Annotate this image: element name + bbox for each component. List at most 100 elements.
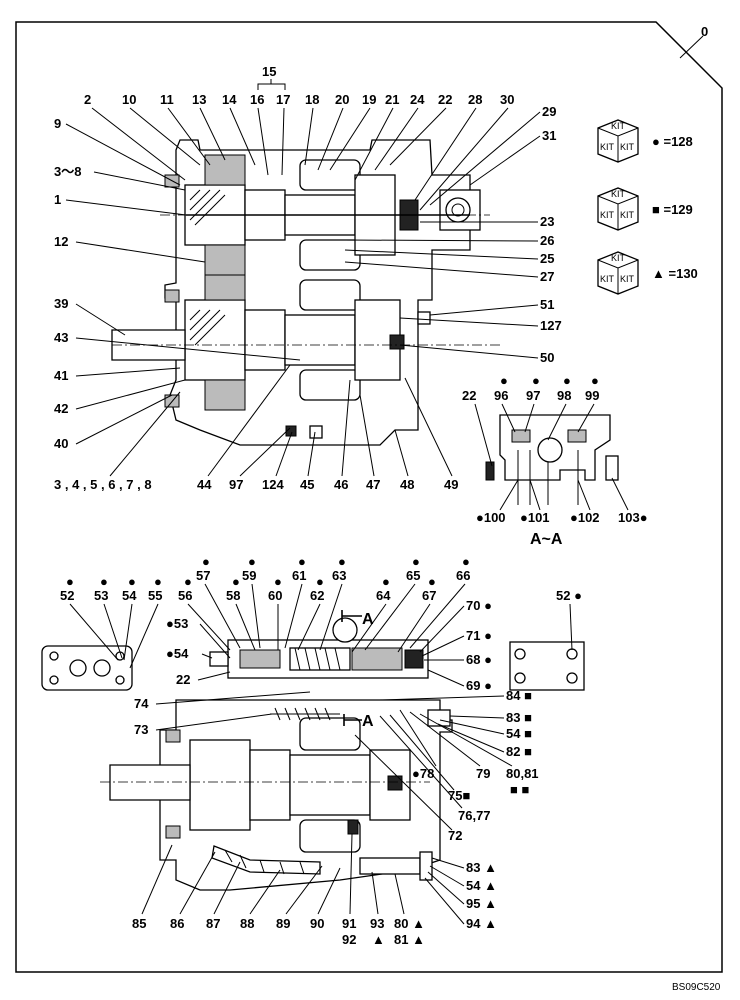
svg-text:53: 53 — [94, 588, 108, 603]
svg-text:3～8: 3～8 — [54, 164, 81, 179]
svg-text:28: 28 — [468, 92, 482, 107]
svg-text:■ ■: ■ ■ — [510, 782, 529, 797]
svg-text:43: 43 — [54, 330, 68, 345]
svg-text:66: 66 — [456, 568, 470, 583]
svg-text:●: ● — [154, 574, 162, 589]
svg-text:●: ● — [298, 554, 306, 569]
svg-text:93: 93 — [370, 916, 384, 931]
svg-text:50: 50 — [540, 350, 554, 365]
svg-text:●101: ●101 — [520, 510, 550, 525]
svg-text:●: ● — [428, 574, 436, 589]
svg-text:71 ●: 71 ● — [466, 628, 492, 643]
svg-text:21: 21 — [385, 92, 399, 107]
bottom-leaders — [69, 583, 573, 925]
svg-text:14: 14 — [222, 92, 237, 107]
svg-text:52: 52 — [60, 588, 74, 603]
svg-text:82 ■: 82 ■ — [506, 744, 532, 759]
svg-text:22: 22 — [462, 388, 476, 403]
svg-text:63: 63 — [332, 568, 346, 583]
svg-text:▲ =130: ▲ =130 — [652, 266, 698, 281]
svg-text:●: ● — [184, 574, 192, 589]
drawing-frame — [15, 21, 723, 973]
svg-text:24: 24 — [410, 92, 425, 107]
callout-15: 15 — [262, 64, 276, 79]
svg-text:62: 62 — [310, 588, 324, 603]
svg-text:●: ● — [591, 373, 599, 388]
svg-text:65: 65 — [406, 568, 420, 583]
svg-text:54: 54 — [122, 588, 137, 603]
svg-text:●: ● — [316, 574, 324, 589]
svg-text:57: 57 — [196, 568, 210, 583]
svg-text:▲: ▲ — [372, 932, 385, 947]
svg-text:●: ● — [128, 574, 136, 589]
svg-text:49: 49 — [444, 477, 458, 492]
top-callouts: 2 10 11 13 14 16 17 18 20 19 21 24 22 28… — [54, 92, 562, 492]
svg-text:97: 97 — [526, 388, 540, 403]
svg-text:27: 27 — [540, 269, 554, 284]
svg-text:25: 25 — [540, 251, 554, 266]
svg-text:64: 64 — [376, 588, 391, 603]
svg-text:97: 97 — [229, 477, 243, 492]
svg-text:KIT: KIT — [611, 253, 626, 263]
svg-text:■ =129: ■ =129 — [652, 202, 693, 217]
svg-text:KIT: KIT — [611, 121, 626, 131]
svg-text:19: 19 — [362, 92, 376, 107]
kit-box-icon: KIT KIT KIT — [597, 187, 639, 231]
svg-text:72: 72 — [448, 828, 462, 843]
svg-text:●: ● — [202, 554, 210, 569]
svg-text:30: 30 — [500, 92, 514, 107]
svg-text:●: ● — [232, 574, 240, 589]
svg-text:1: 1 — [54, 192, 61, 207]
svg-text:54 ■: 54 ■ — [506, 726, 532, 741]
svg-text:80 ▲: 80 ▲ — [394, 916, 425, 931]
svg-text:95 ▲: 95 ▲ — [466, 896, 497, 911]
svg-text:61: 61 — [292, 568, 306, 583]
bottom-pump-assembly: A A — [41, 610, 585, 891]
svg-text:KIT: KIT — [620, 274, 635, 284]
svg-text:40: 40 — [54, 436, 68, 451]
svg-text:17: 17 — [276, 92, 290, 107]
svg-text:103●: 103● — [618, 510, 648, 525]
svg-text:9: 9 — [54, 116, 61, 131]
svg-text:39: 39 — [54, 296, 68, 311]
svg-text:86: 86 — [170, 916, 184, 931]
kit-legend: KIT KIT KIT ● =128 KIT KIT KIT ■ =129 KI… — [597, 119, 698, 295]
svg-text:KIT: KIT — [611, 189, 626, 199]
svg-text:124: 124 — [262, 477, 284, 492]
svg-text:20: 20 — [335, 92, 349, 107]
bottom-callouts: ● 57 ● 59 ● 61 ● 63 ● 65 ● 66 ● 52 ● 53 … — [60, 554, 582, 947]
svg-text:92: 92 — [342, 932, 356, 947]
svg-text:31: 31 — [542, 128, 556, 143]
svg-text:70 ●: 70 ● — [466, 598, 492, 613]
svg-text:KIT: KIT — [600, 142, 615, 152]
figure-number: 0 — [701, 24, 708, 39]
svg-text:●: ● — [338, 554, 346, 569]
svg-text:47: 47 — [366, 477, 380, 492]
svg-text:KIT: KIT — [620, 210, 635, 220]
svg-text:●54: ●54 — [166, 646, 189, 661]
svg-text:73: 73 — [134, 722, 148, 737]
svg-text:67: 67 — [422, 588, 436, 603]
svg-text:10: 10 — [122, 92, 136, 107]
svg-text:22: 22 — [176, 672, 190, 687]
svg-text:●53: ●53 — [166, 616, 188, 631]
svg-text:KIT: KIT — [620, 142, 635, 152]
svg-text:96: 96 — [494, 388, 508, 403]
svg-text:45: 45 — [300, 477, 314, 492]
svg-text:●102: ●102 — [570, 510, 600, 525]
svg-text:94 ▲: 94 ▲ — [466, 916, 497, 931]
svg-text:55: 55 — [148, 588, 162, 603]
svg-text:81 ▲: 81 ▲ — [394, 932, 425, 947]
svg-text:●78: ●78 — [412, 766, 434, 781]
svg-text:●: ● — [532, 373, 540, 388]
svg-text:127: 127 — [540, 318, 562, 333]
svg-text:18: 18 — [305, 92, 319, 107]
section-title: A~A — [530, 531, 563, 548]
svg-text:13: 13 — [192, 92, 206, 107]
svg-text:●: ● — [248, 554, 256, 569]
svg-text:46: 46 — [334, 477, 348, 492]
svg-text:84 ■: 84 ■ — [506, 688, 532, 703]
figure-leader — [679, 35, 704, 59]
svg-text:79: 79 — [476, 766, 490, 781]
